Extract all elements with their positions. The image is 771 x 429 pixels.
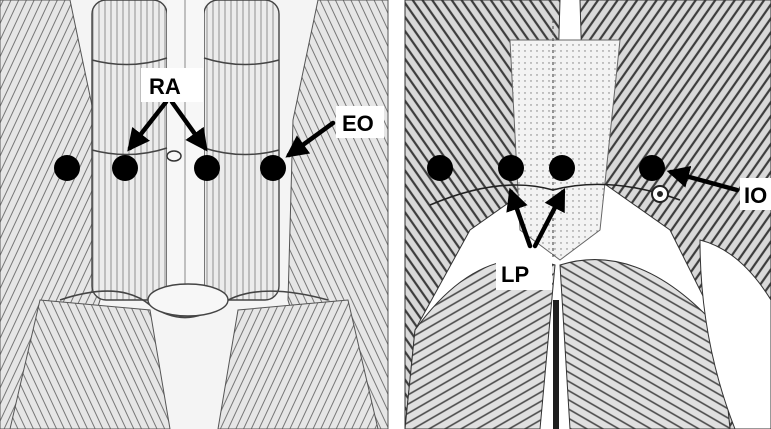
electrode-eo-left xyxy=(54,155,80,181)
electrode-ra-right xyxy=(194,155,220,181)
electrode-eo-right xyxy=(260,155,286,181)
label-lp: LP xyxy=(501,262,529,287)
label-io: IO xyxy=(744,183,767,208)
electrode-lp-left xyxy=(498,155,524,181)
electrode-ra-left xyxy=(112,155,138,181)
electrode-io-left xyxy=(427,155,453,181)
back-lumbar-panel xyxy=(394,0,771,429)
rectus-right xyxy=(204,0,279,300)
label-eo: EO xyxy=(342,111,374,136)
electrode-io-right xyxy=(639,155,665,181)
label-ra: RA xyxy=(149,74,181,99)
front-abdomen-panel xyxy=(0,0,388,429)
electrode-lp-right xyxy=(549,155,575,181)
